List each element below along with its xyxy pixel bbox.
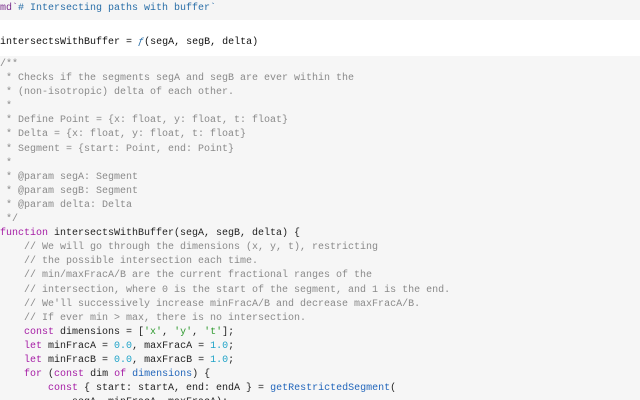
code-line: * Checks if the segments segA and segB a…	[0, 72, 640, 86]
code-line: for (const dim of dimensions) {	[0, 368, 640, 382]
code-token-keyword: function	[0, 228, 49, 240]
code-token-keyword: let	[24, 354, 43, 366]
code-token-keyword: const	[24, 326, 55, 338]
code-line: const dimensions = ['x', 'y', 't'];	[0, 326, 640, 340]
code-token-call: dimensions	[132, 369, 193, 381]
code-line: segA, minFracA, maxFracA);	[0, 396, 640, 400]
code-token-comment: // If ever min > max, there is no inters…	[0, 312, 307, 324]
code-token-plain	[0, 355, 24, 366]
code-token-string: 't'	[204, 326, 223, 338]
code-token-plain: ,	[162, 326, 175, 338]
code-token-comment: *	[0, 157, 13, 169]
code-line: // the possible intersection each time.	[0, 255, 640, 269]
code-token-number: 0.0	[114, 354, 133, 366]
code-token-comment: * @param segA: Segment	[0, 171, 139, 183]
code-token-plain: ];	[222, 326, 235, 338]
code-token-comment: * @param segB: Segment	[0, 185, 139, 197]
markdown-cell[interactable]: md`# Intersecting paths with buffer`	[0, 0, 640, 20]
code-token-call: getRestrictedSegment	[270, 383, 391, 395]
code-token-plain: dimensions = [	[54, 326, 145, 338]
code-line: let minFracA = 0.0, maxFracA = 1.0;	[0, 340, 640, 354]
code-token-keyword: const	[54, 369, 85, 381]
code-token-plain: dim	[84, 369, 115, 381]
code-token-plain: segA, minFracA, maxFracA);	[0, 397, 228, 400]
code-token-number: 1.0	[210, 354, 229, 366]
code-token-plain: (	[42, 369, 55, 381]
code-token-string: 'y'	[174, 326, 193, 338]
code-token-comment: * Delta = {x: float, y: float, t: float}	[0, 129, 247, 141]
code-token-comment: // intersection, where 0 is the start of…	[0, 284, 451, 296]
code-token-plain: intersectsWithBuffer(segA, segB, delta) …	[48, 228, 301, 240]
code-token-comment: // min/maxFracA/B are the current fracti…	[0, 270, 373, 282]
definition-name: intersectsWithBuffer	[0, 37, 121, 48]
code-line: * (non-isotropic) delta of each other.	[0, 86, 640, 100]
function-icon: ƒ	[138, 37, 145, 48]
code-editor[interactable]: /** * Checks if the segments segA and se…	[0, 56, 640, 400]
code-token-comment: // We'll successively increase minFracA/…	[0, 298, 421, 310]
code-token-plain: , maxFracB =	[132, 354, 211, 366]
code-token-plain: , maxFracA =	[132, 340, 211, 352]
code-token-comment: * Checks if the segments segA and segB a…	[0, 73, 355, 85]
code-token-comment: * (non-isotropic) delta of each other.	[0, 87, 235, 99]
code-line: * Define Point = {x: float, y: float, t:…	[0, 114, 640, 128]
code-line: *	[0, 100, 640, 114]
code-token-keyword: const	[48, 383, 79, 395]
code-token-number: 1.0	[210, 340, 229, 352]
code-line: // We'll successively increase minFracA/…	[0, 298, 640, 312]
code-token-string: 'x'	[144, 326, 163, 338]
code-token-comment: * Define Point = {x: float, y: float, t:…	[0, 115, 289, 127]
code-token-plain: { start: startA, end: endA } =	[78, 383, 271, 395]
code-line: // min/maxFracA/B are the current fracti…	[0, 269, 640, 283]
md-tag: md`	[0, 3, 19, 14]
code-token-comment: */	[0, 214, 19, 226]
code-token-plain: ;	[228, 340, 235, 352]
code-token-plain: ;	[228, 354, 235, 366]
code-token-number: 0.0	[114, 340, 133, 352]
code-token-keyword: of	[114, 369, 127, 381]
definition-cell[interactable]: intersectsWithBuffer = ƒ(segA, segB, del…	[0, 30, 640, 54]
definition-equals: =	[120, 37, 139, 48]
code-line: // intersection, where 0 is the start of…	[0, 284, 640, 298]
code-token-comment: // We will go through the dimensions (x,…	[0, 242, 379, 254]
code-line: function intersectsWithBuffer(segA, segB…	[0, 227, 640, 241]
code-token-plain	[0, 369, 24, 380]
code-line: const { start: startA, end: endA } = get…	[0, 382, 640, 396]
code-token-plain	[0, 327, 24, 338]
code-token-keyword: for	[24, 369, 43, 381]
code-token-plain	[0, 341, 24, 352]
code-line: */	[0, 213, 640, 227]
code-token-comment: /**	[0, 59, 19, 70]
code-line: // We will go through the dimensions (x,…	[0, 241, 640, 255]
code-line: *	[0, 157, 640, 171]
code-token-comment: * @param delta: Delta	[0, 199, 133, 211]
code-token-comment: * Segment = {start: Point, end: Point}	[0, 143, 235, 155]
definition-params: (segA, segB, delta)	[144, 37, 259, 48]
code-token-comment: *	[0, 101, 13, 113]
code-token-plain: ,	[192, 326, 205, 338]
code-token-keyword: let	[24, 340, 43, 352]
code-line: * @param segB: Segment	[0, 185, 640, 199]
code-token-comment: // the possible intersection each time.	[0, 256, 259, 268]
code-token-plain	[0, 383, 48, 394]
md-heading-text: # Intersecting paths with buffer`	[18, 3, 217, 14]
code-token-plain: minFracA =	[42, 340, 115, 352]
code-line: // If ever min > max, there is no inters…	[0, 312, 640, 326]
code-line: let minFracB = 0.0, maxFracB = 1.0;	[0, 354, 640, 368]
code-line: * Delta = {x: float, y: float, t: float}	[0, 128, 640, 142]
code-token-plain: minFracB =	[42, 354, 115, 366]
code-line: /**	[0, 58, 640, 72]
code-line: * @param delta: Delta	[0, 199, 640, 213]
code-token-plain: (	[390, 383, 397, 395]
code-line: * @param segA: Segment	[0, 171, 640, 185]
code-token-plain: ) {	[192, 369, 211, 381]
code-line: * Segment = {start: Point, end: Point}	[0, 143, 640, 157]
